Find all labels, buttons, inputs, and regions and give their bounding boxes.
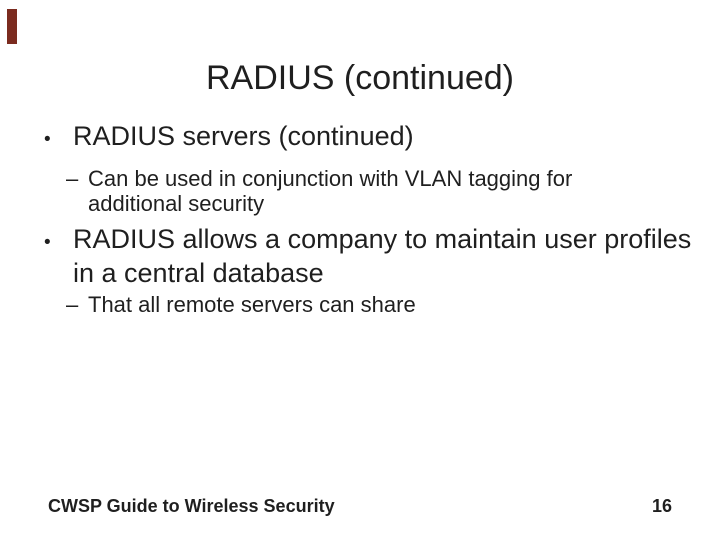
bullet-line: • RADIUS servers (continued): [44, 121, 414, 155]
bullet-text: Can be used in conjunction with VLAN tag…: [88, 166, 573, 191]
bullet-text: RADIUS allows a company to maintain user…: [73, 224, 692, 254]
bullet-item: –Can be used in conjunction with VLAN ta…: [66, 166, 572, 216]
dash-marker: –: [66, 292, 79, 317]
footer-book-title: CWSP Guide to Wireless Security: [48, 496, 335, 516]
bullet-line: –That all remote servers can share: [66, 292, 416, 317]
bullet-line: • RADIUS allows a company to maintain use…: [44, 224, 691, 258]
bullet-marker: •: [44, 129, 51, 150]
bullet-line: –Can be used in conjunction with VLAN ta…: [66, 166, 572, 191]
bullet-text-wrap: additional security: [88, 191, 265, 216]
bullet-marker: •: [44, 232, 51, 253]
template-accent-mark: [7, 9, 17, 44]
slide-title: RADIUS (continued): [205, 59, 514, 97]
bullet-text: RADIUS servers (continued): [73, 121, 414, 151]
page-number: 16: [651, 496, 672, 516]
dash-marker: –: [66, 166, 79, 191]
bullet-item: • RADIUS allows a company to maintain use…: [44, 224, 691, 288]
bullet-item: • RADIUS servers (continued): [44, 121, 414, 155]
bullet-item: –That all remote servers can share: [66, 292, 416, 317]
bullet-text-wrap: in a central database: [73, 258, 324, 288]
bullet-text: That all remote servers can share: [88, 292, 416, 317]
